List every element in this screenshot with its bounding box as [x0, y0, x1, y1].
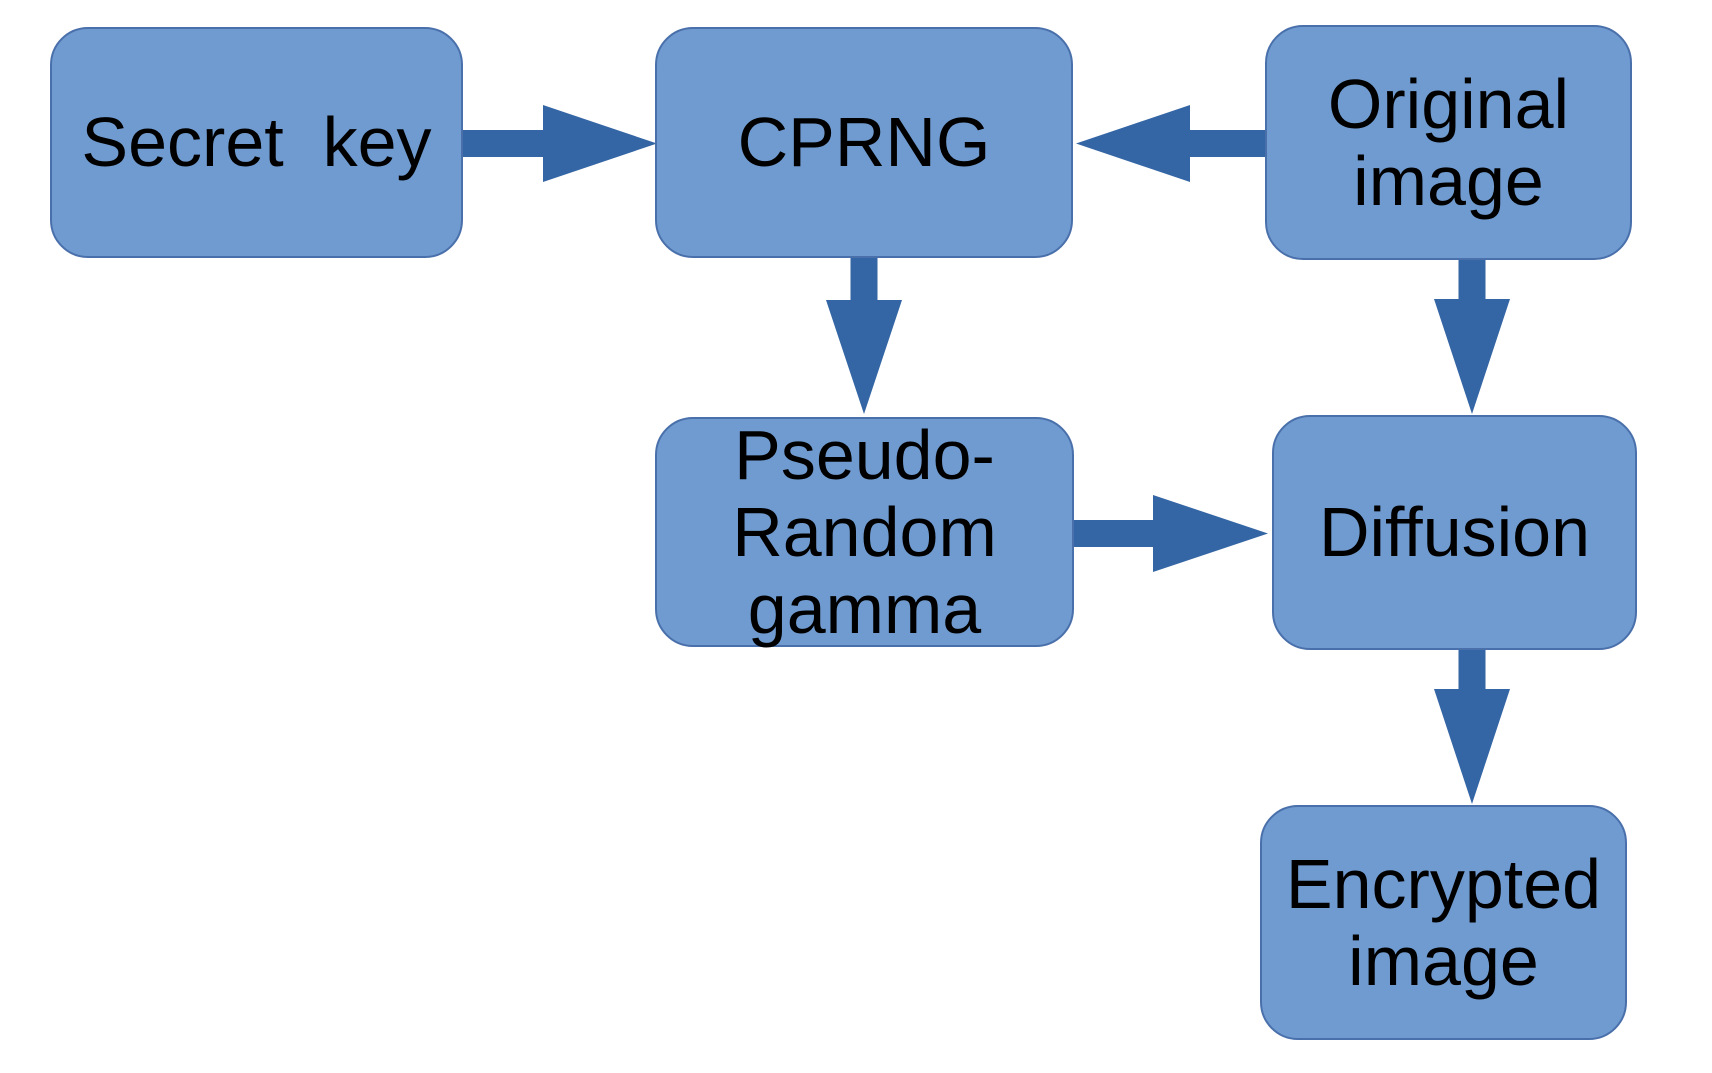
arrow-secret-key-to-cprng — [463, 105, 657, 182]
arrow-original-image-to-cprng — [1076, 105, 1265, 182]
arrow-diffusion-to-encrypted-image — [1434, 650, 1510, 804]
box-secret-key-label: Secret key — [81, 103, 432, 181]
box-cprng-label: CPRNG — [737, 103, 991, 181]
box-secret-key: Secret key — [50, 27, 463, 258]
box-original-image: Original image — [1265, 25, 1632, 260]
box-original-image-label: Original image — [1327, 64, 1570, 220]
box-cprng: CPRNG — [655, 27, 1073, 258]
arrow-pseudo-random-gamma-to-diffusion — [1074, 495, 1268, 572]
box-pseudo-random-gamma: Pseudo- Random gamma — [655, 415, 1074, 648]
arrow-cprng-to-pseudo-random-gamma — [826, 258, 902, 414]
arrow-original-image-to-diffusion — [1434, 260, 1510, 414]
box-encrypted-image-label: Encrypted image — [1285, 844, 1602, 1000]
box-diffusion-label: Diffusion — [1318, 493, 1591, 571]
box-pseudo-random-gamma-label: Pseudo- Random gamma — [732, 415, 997, 648]
box-encrypted-image: Encrypted image — [1260, 805, 1627, 1040]
box-diffusion: Diffusion — [1272, 415, 1637, 650]
